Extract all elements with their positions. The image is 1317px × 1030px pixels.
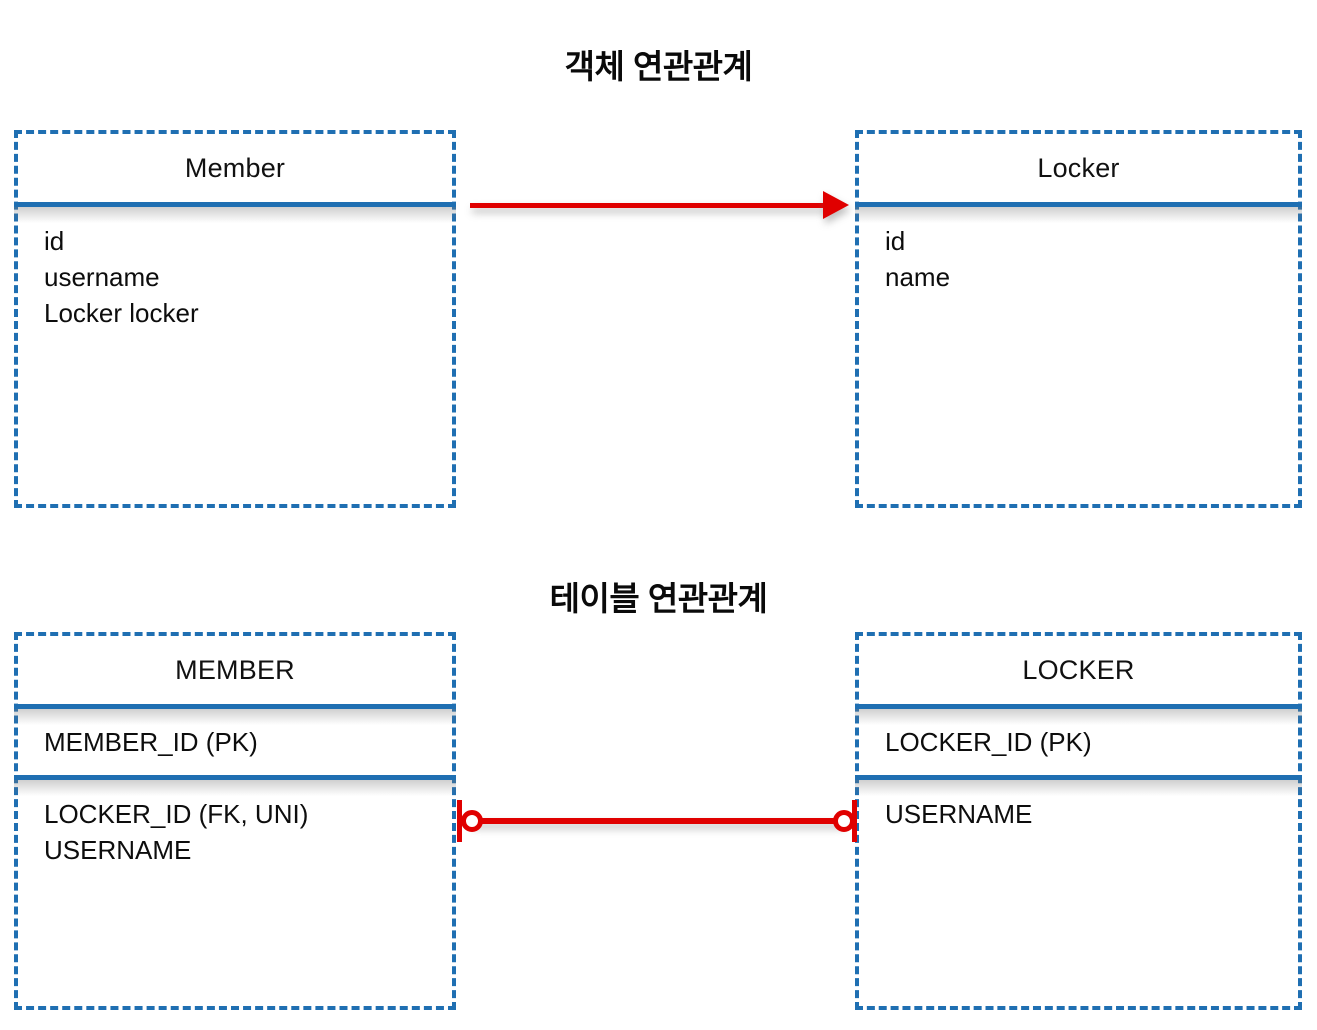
table-association-title: 테이블 연관관계 [549, 580, 768, 617]
entity-box-locker[interactable]: Locker id name [855, 130, 1302, 508]
field-item: id [885, 226, 906, 256]
key-rule [855, 775, 1302, 796]
header-rule [14, 202, 456, 223]
arrow-head-icon [823, 191, 849, 219]
column-item: USERNAME [44, 835, 192, 865]
entity-header-locker: Locker [1037, 152, 1120, 183]
table-box-member[interactable]: MEMBER MEMBER_ID (PK) LOCKER_ID (FK, UNI… [14, 632, 456, 1010]
field-item: username [44, 262, 160, 292]
table-header-locker: LOCKER [1022, 654, 1135, 685]
relation-left-bar-icon [457, 800, 462, 842]
column-item: LOCKER_ID (FK, UNI) [44, 799, 309, 829]
table-fields-locker: USERNAME [859, 780, 1298, 832]
table-key-row-locker: LOCKER_ID (PK) [885, 726, 1092, 757]
entity-header-member: Member [184, 152, 286, 183]
column-item: USERNAME [885, 799, 1033, 829]
field-item: name [885, 262, 951, 292]
field-item: Locker locker [44, 298, 199, 328]
entity-fields-member: id username Locker locker [18, 207, 452, 331]
field-item: id [44, 226, 65, 256]
relation-line [470, 818, 842, 824]
arrow-shaft [470, 203, 825, 208]
header-rule [855, 704, 1302, 725]
entity-fields-locker: id name [859, 207, 1298, 295]
relation-left-circle-icon [461, 810, 483, 832]
entity-box-member[interactable]: Member id username Locker locker [14, 130, 456, 508]
table-box-locker[interactable]: LOCKER LOCKER_ID (PK) USERNAME [855, 632, 1302, 1010]
key-rule [14, 775, 456, 796]
relation-right-circle-icon [833, 810, 855, 832]
table-key-row-member: MEMBER_ID (PK) [44, 726, 258, 757]
header-rule [14, 704, 456, 725]
object-association-title: 객체 연관관계 [564, 48, 753, 85]
table-fields-member: LOCKER_ID (FK, UNI) USERNAME [18, 780, 452, 868]
table-header-member: MEMBER [175, 654, 295, 685]
header-rule [855, 202, 1302, 223]
